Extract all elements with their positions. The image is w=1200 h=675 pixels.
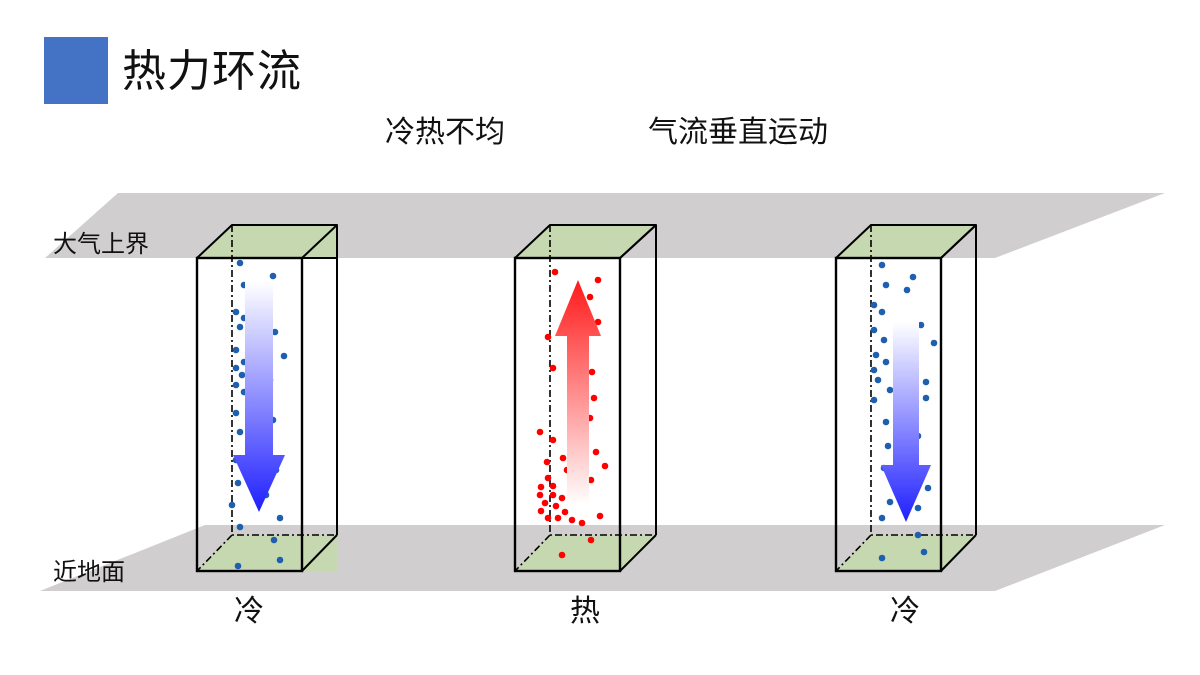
- label-near-surface: 近地面: [53, 558, 125, 586]
- column-1-downward-arrow: [233, 282, 285, 512]
- column-1-temp-label: 冷: [234, 594, 264, 629]
- title-accent-square: [44, 37, 108, 104]
- column-3-downward-arrow: [881, 322, 931, 522]
- column-2-upward-arrow: [555, 280, 601, 505]
- subtitle-uneven-heating: 冷热不均: [385, 115, 505, 150]
- column-2-temp-label: 热: [570, 594, 600, 629]
- page-title: 热力环流: [122, 46, 302, 97]
- label-upper-atmosphere: 大气上界: [53, 230, 149, 258]
- column-2-hot-particles: [536, 268, 609, 559]
- column-3-cold-particles: [870, 261, 938, 562]
- subtitle-vertical-airflow: 气流垂直运动: [648, 115, 828, 150]
- column-1-box: [195, 224, 338, 573]
- column-2-box: [513, 224, 657, 573]
- column-3-temp-label: 冷: [890, 594, 920, 629]
- column-3-box: [834, 224, 977, 573]
